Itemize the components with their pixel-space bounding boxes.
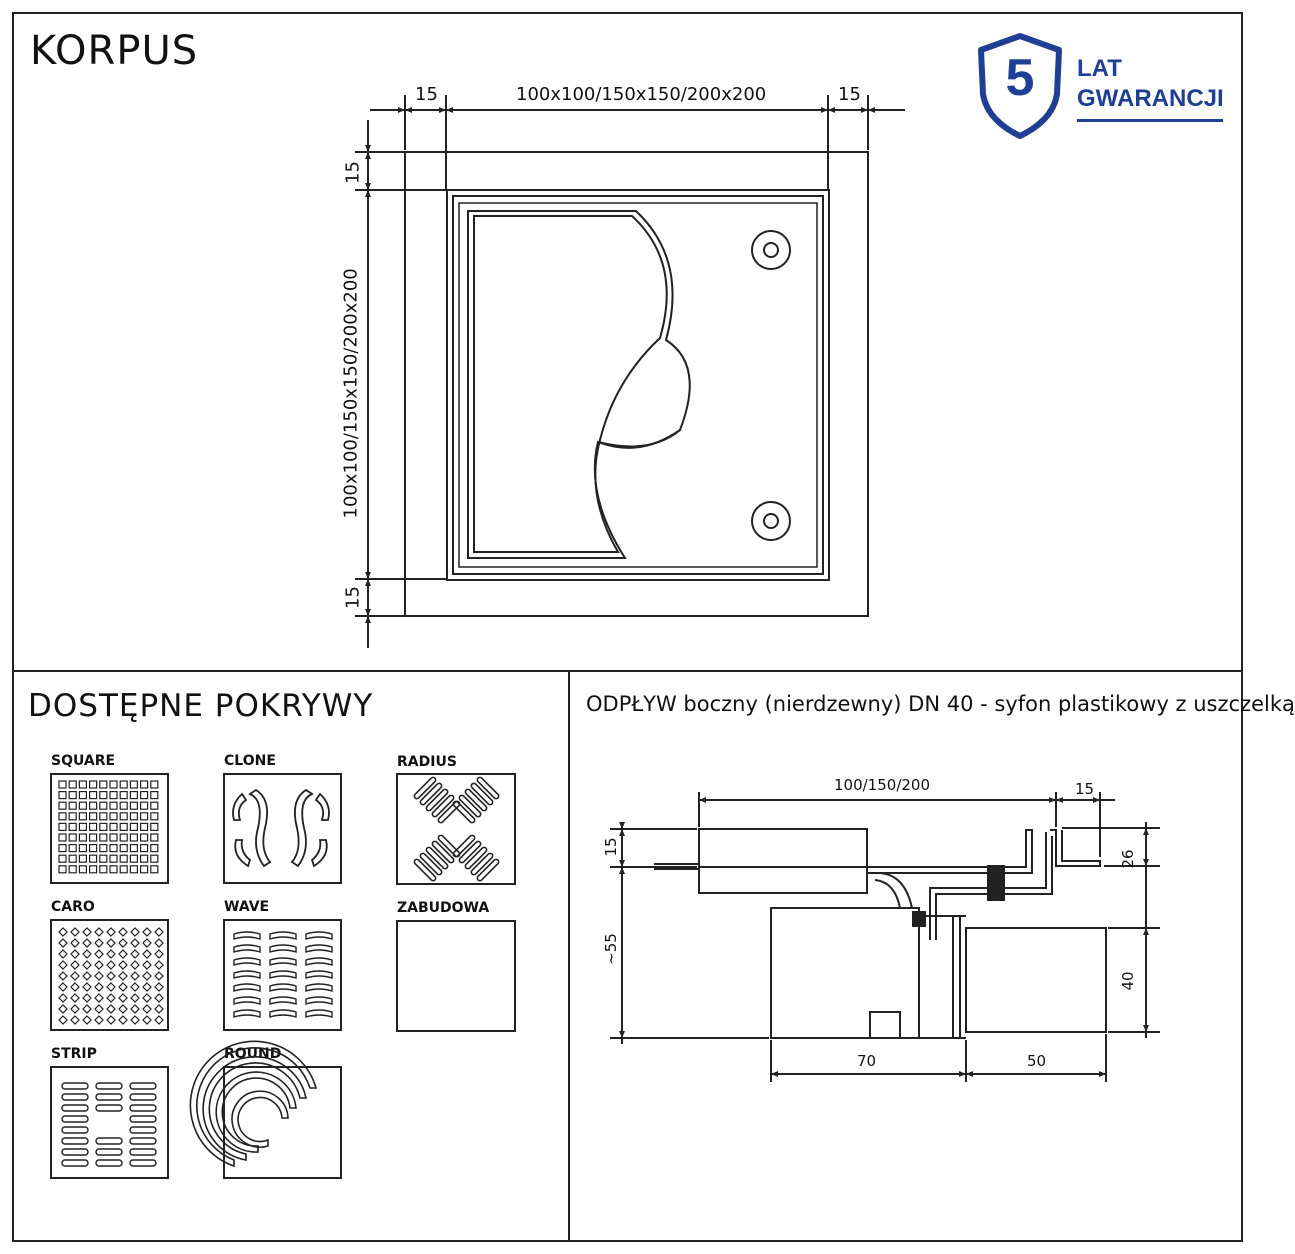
- covers-drawings: [50, 773, 516, 1179]
- badge-line2: GWARANCJI: [1077, 85, 1224, 112]
- outlet-dim-top-right: 15: [1075, 780, 1095, 798]
- wave-pattern: [233, 931, 333, 1018]
- square-pattern: [58, 780, 159, 874]
- cover-strip-label: STRIP: [51, 1046, 97, 1062]
- cover-clone-label: CLONE: [224, 753, 276, 769]
- korpus-drawing: [355, 95, 905, 648]
- outlet-panel: [568, 670, 1243, 1242]
- cover-wave-label: WAVE: [224, 899, 270, 915]
- radius-pattern: [413, 776, 500, 882]
- korpus-dim-right-margin: 15: [838, 84, 861, 105]
- outlet-dim-bottom-left: 70: [857, 1052, 877, 1070]
- shield-icon: [978, 33, 1062, 139]
- badge-underline: [1077, 119, 1223, 122]
- caro-pattern: [58, 927, 164, 1025]
- round-pattern: [189, 1040, 318, 1168]
- outlet-title: ODPŁYW boczny (nierdzewny) DN 40 - syfon…: [586, 692, 1295, 716]
- korpus-dim-left-margin: 15: [415, 84, 438, 105]
- outlet-dim-right: 40: [1119, 971, 1137, 991]
- outlet-dim-bottom-right: 50: [1027, 1052, 1047, 1070]
- badge-line1: LAT: [1077, 55, 1122, 82]
- clone-pattern: [232, 788, 330, 868]
- cover-caro-label: CARO: [51, 899, 95, 915]
- cover-square-label: SQUARE: [51, 753, 116, 769]
- korpus-title: KORPUS: [30, 28, 199, 74]
- cover-radius-label: RADIUS: [397, 754, 457, 770]
- outlet-dim-left-top: 15: [602, 837, 620, 857]
- covers-title: DOSTĘPNE POKRYWY: [28, 688, 374, 724]
- outlet-dim-top: 100/150/200: [834, 776, 930, 794]
- strip-pattern: [61, 1082, 157, 1167]
- outlet-drawing: [610, 792, 1160, 1082]
- outlet-dim-left: ~55: [602, 933, 620, 965]
- korpus-dim-width: 100x100/150x150/200x200: [516, 84, 767, 105]
- cover-zabudowa-label: ZABUDOWA: [397, 900, 490, 916]
- outlet-dim-right-top: 26: [1119, 849, 1137, 869]
- badge-number: 5: [1005, 49, 1035, 107]
